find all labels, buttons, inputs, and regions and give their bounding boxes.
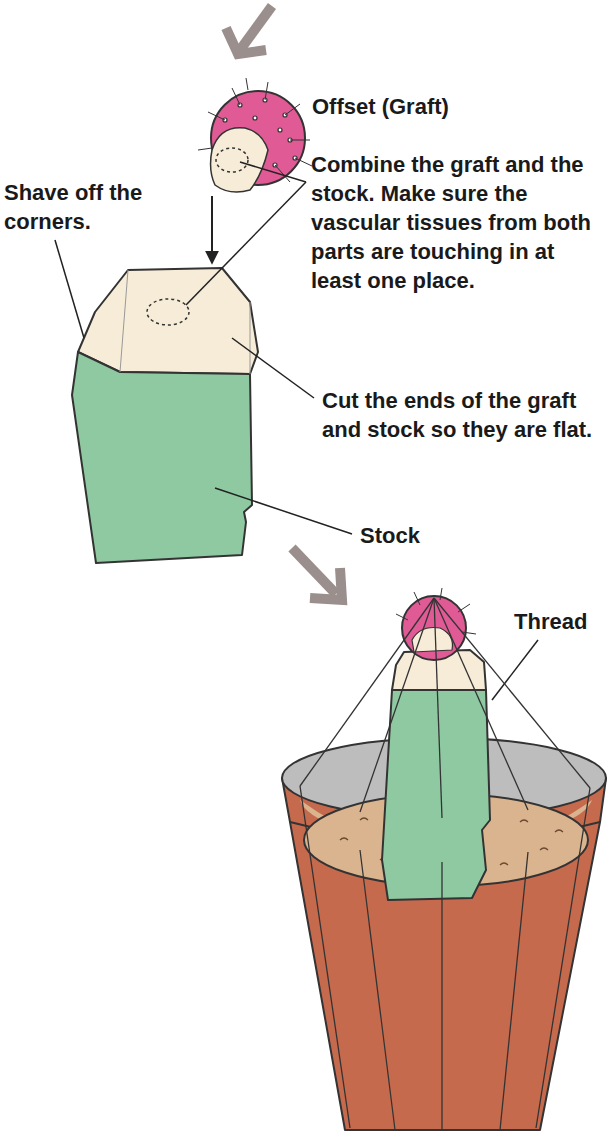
part-label: Offset (Graft) [312,92,608,121]
grafted-cactus [382,588,490,900]
instruction-note: Shave off the corners. [4,178,164,236]
step-arrow [226,6,272,54]
stock-cactus [72,268,258,563]
instruction-note: Combine the graft and the stock. Make su… [311,150,609,295]
instruction-note: Cut the ends of the graft and stock so t… [322,386,608,444]
part-label: Stock [360,521,480,550]
thread [300,598,590,1130]
step-arrow [292,548,342,600]
part-label: Thread [514,607,608,636]
